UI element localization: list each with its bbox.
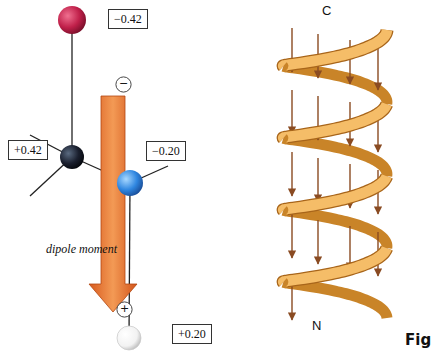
dipole-label: dipole moment — [46, 242, 117, 257]
dipole-arrow-small — [291, 90, 292, 134]
charge-value: −0.20 — [152, 144, 180, 158]
ribbon-front — [283, 176, 387, 210]
charge-box: +0.42 — [8, 140, 48, 160]
dipole-arrow-small — [317, 220, 318, 264]
dipole-arrow-small — [291, 152, 292, 196]
dipole-arrow-small — [377, 46, 378, 90]
sign-symbol: + — [116, 301, 133, 318]
helix-back — [283, 66, 387, 318]
dipole-arrow-small — [317, 158, 318, 202]
charge-box: −0.42 — [108, 9, 148, 29]
figure-label: Fig — [405, 331, 431, 349]
nitrogen-atom — [117, 170, 143, 196]
helix-front — [283, 30, 387, 282]
carbon-atom — [60, 145, 84, 169]
sign-circle: + — [116, 301, 133, 318]
terminus-label: C — [322, 3, 331, 18]
sign-symbol: − — [115, 76, 132, 93]
charge-value: +0.20 — [178, 327, 206, 341]
charge-value: −0.42 — [114, 12, 142, 26]
dipole-arrow-small — [291, 214, 292, 258]
oxygen-atom — [58, 6, 86, 34]
charge-value: +0.42 — [14, 143, 42, 157]
ribbon-back — [283, 282, 387, 318]
charge-box: −0.20 — [146, 141, 186, 161]
charge-box: +0.20 — [172, 324, 212, 344]
ribbon-back — [283, 210, 387, 248]
bonds — [30, 22, 168, 338]
dipole-arrow — [89, 96, 137, 312]
ribbon-front — [283, 104, 387, 138]
ribbon-back — [283, 138, 387, 176]
ribbon-back — [283, 66, 387, 104]
sign-circle: − — [115, 76, 132, 93]
ribbon-front — [283, 30, 387, 66]
terminus-label: N — [312, 318, 321, 333]
hydrogen-atom — [117, 326, 141, 350]
ribbon-front — [283, 248, 387, 282]
